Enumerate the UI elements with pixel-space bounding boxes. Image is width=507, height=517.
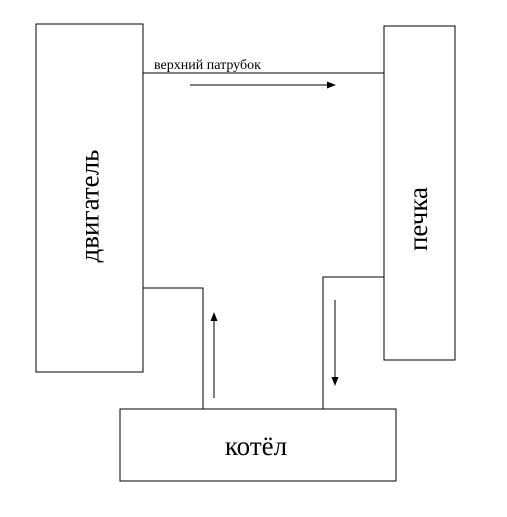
heater-boiler-pipe bbox=[322, 276, 384, 409]
flow-arrow-right-head bbox=[327, 81, 336, 89]
flow-arrow-up-head bbox=[210, 312, 218, 321]
upper-pipe-label: верхний патрубок bbox=[154, 58, 261, 73]
heater-label: печка bbox=[403, 187, 433, 251]
flow-arrow-down-head bbox=[331, 377, 339, 386]
engine-label: двигатель bbox=[75, 150, 105, 263]
engine-boiler-pipe bbox=[143, 287, 204, 409]
boiler-box bbox=[119, 408, 397, 482]
boiler-label: котёл bbox=[225, 431, 287, 461]
engine-box bbox=[35, 23, 144, 373]
heater-box bbox=[383, 25, 456, 361]
